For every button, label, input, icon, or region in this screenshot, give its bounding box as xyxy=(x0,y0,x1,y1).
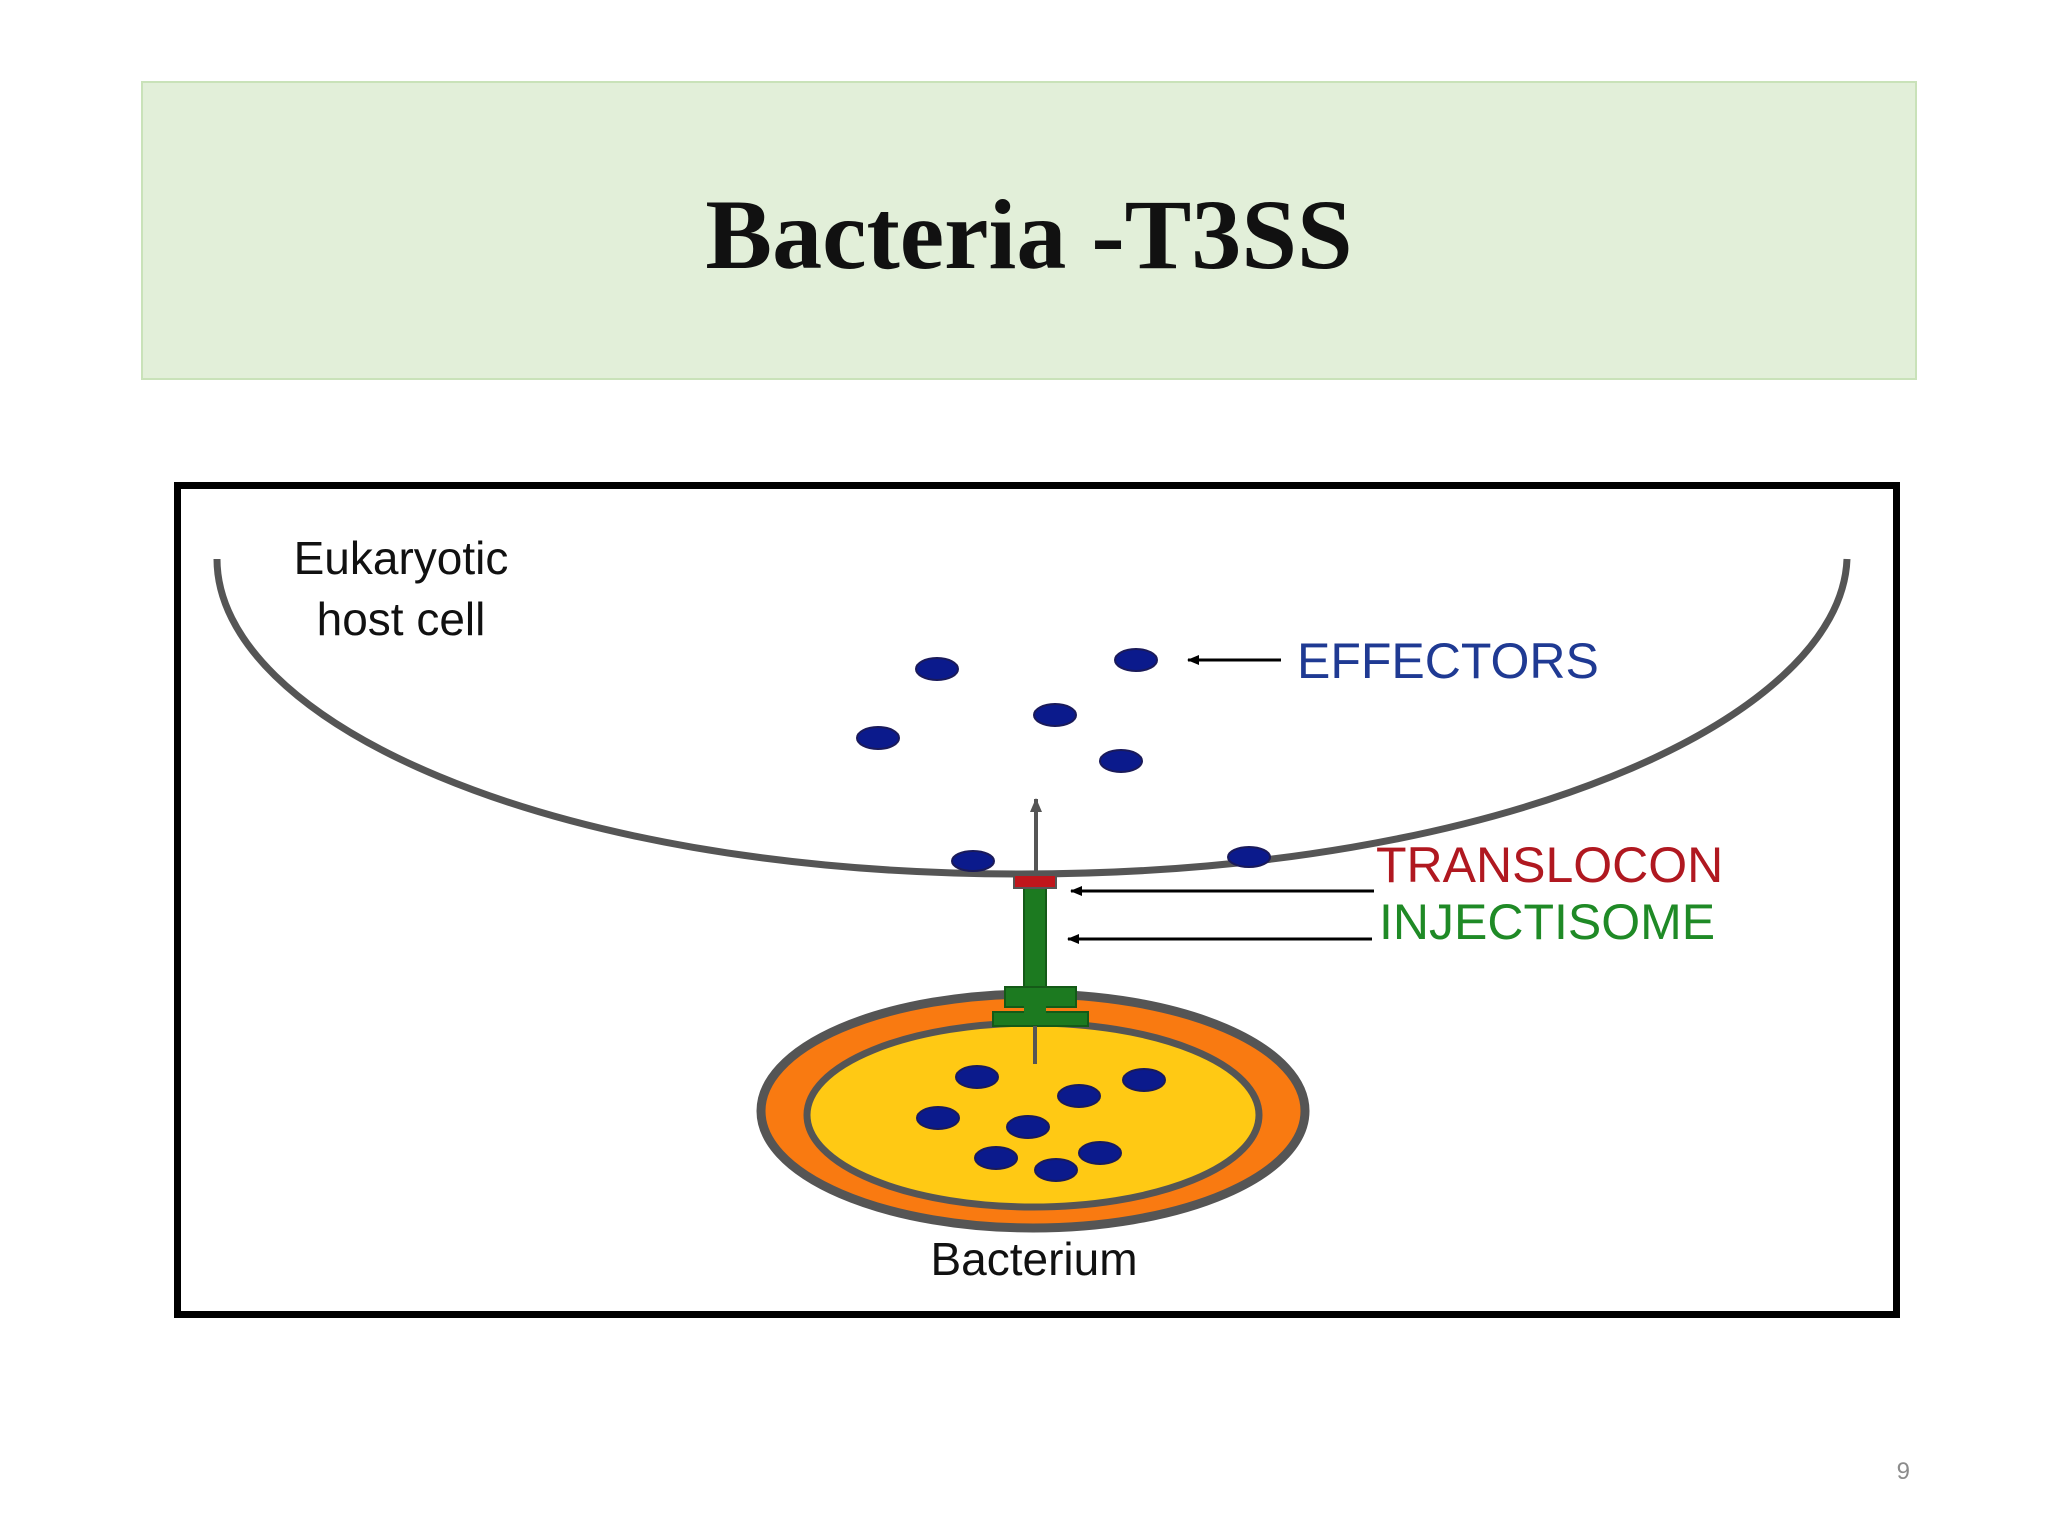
bacterial-effectors xyxy=(916,1065,1166,1182)
injectisome-needle xyxy=(1023,887,1047,994)
host-cell-label-line1: Eukaryotic xyxy=(294,532,509,584)
slide-number: 9 xyxy=(1896,1458,1910,1485)
effector xyxy=(1227,846,1271,868)
host-effectors xyxy=(856,648,1271,872)
effectors-label: EFFECTORS xyxy=(1297,633,1599,689)
effector xyxy=(915,657,959,681)
injectisome xyxy=(992,887,1089,1064)
injectisome-basal-stem xyxy=(1024,1006,1046,1014)
effector xyxy=(1078,1141,1122,1165)
effector xyxy=(916,1106,960,1130)
effector xyxy=(1114,648,1158,672)
effector xyxy=(1057,1084,1101,1108)
slide-title: Bacteria -T3SS xyxy=(705,179,1353,290)
t3ss-diagram: Eukaryotic host cell EFFECTORS xyxy=(213,532,1851,1285)
title-band: Bacteria -T3SS xyxy=(141,81,1917,380)
effector xyxy=(951,850,995,872)
host-cell-label-line2: host cell xyxy=(317,593,486,645)
translocon-label: TRANSLOCON xyxy=(1376,837,1723,893)
effector xyxy=(955,1065,999,1089)
effector xyxy=(1034,1158,1078,1182)
effector xyxy=(974,1146,1018,1170)
diagram-frame: Eukaryotic host cell EFFECTORS xyxy=(174,482,1900,1318)
effector xyxy=(1033,703,1077,727)
bacterium-label: Bacterium xyxy=(930,1233,1137,1285)
translocon xyxy=(1013,874,1057,889)
effector xyxy=(1122,1068,1166,1092)
injectisome-basal-lower xyxy=(992,1011,1089,1027)
effector xyxy=(1099,749,1143,773)
injectisome-label: INJECTISOME xyxy=(1379,894,1715,950)
injectisome-basal-upper xyxy=(1004,986,1077,1008)
effector xyxy=(856,726,900,750)
effector xyxy=(1006,1115,1050,1139)
